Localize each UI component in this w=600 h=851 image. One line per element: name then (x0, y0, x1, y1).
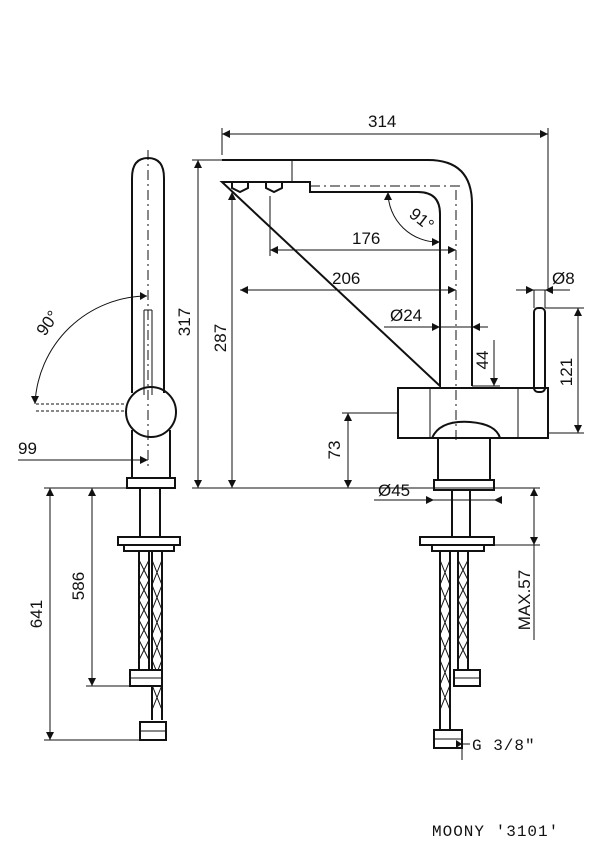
side-mounting-plate (117, 536, 181, 546)
dim-641: 641 (27, 600, 46, 628)
dim-44: 44 (473, 351, 492, 370)
dim-thread-g38: G 3/8" (472, 737, 536, 755)
front-mixer-body (397, 387, 549, 439)
dim-586: 586 (69, 572, 88, 600)
dim-287: 287 (211, 324, 230, 352)
front-outlet-1 (231, 181, 249, 194)
dim-176: 176 (352, 229, 380, 248)
dim-121: 121 (557, 358, 576, 386)
dim-90-degrees: 90° (33, 307, 63, 339)
dim-317: 317 (175, 308, 194, 336)
side-base-ring (126, 477, 176, 489)
dim-206: 206 (332, 269, 360, 288)
dim-314: 314 (368, 112, 396, 131)
front-lever-rod (533, 307, 546, 393)
dim-diameter-8: Ø8 (552, 269, 575, 288)
front-mounting-plate (419, 536, 495, 546)
side-hoses (138, 551, 163, 720)
front-base-ring (433, 479, 495, 491)
front-view (219, 159, 570, 749)
side-lever-handle (125, 386, 177, 438)
side-90-arc (34, 295, 148, 405)
side-view (18, 150, 181, 741)
front-dimensions (192, 128, 584, 760)
front-outlet-2 (265, 181, 283, 194)
dim-diameter-24: Ø24 (390, 306, 422, 325)
dim-73: 73 (325, 441, 344, 460)
dimension-labels: 314 91° 176 206 Ø8 Ø24 317 287 44 121 73… (18, 112, 576, 755)
dim-91-degrees: 91° (406, 204, 438, 235)
dim-99: 99 (18, 439, 37, 458)
front-hoses (439, 551, 469, 730)
dim-diameter-45: Ø45 (378, 481, 410, 500)
product-label: MOONY '3101' (432, 823, 559, 841)
dim-max-57: MAX.57 (515, 570, 534, 630)
